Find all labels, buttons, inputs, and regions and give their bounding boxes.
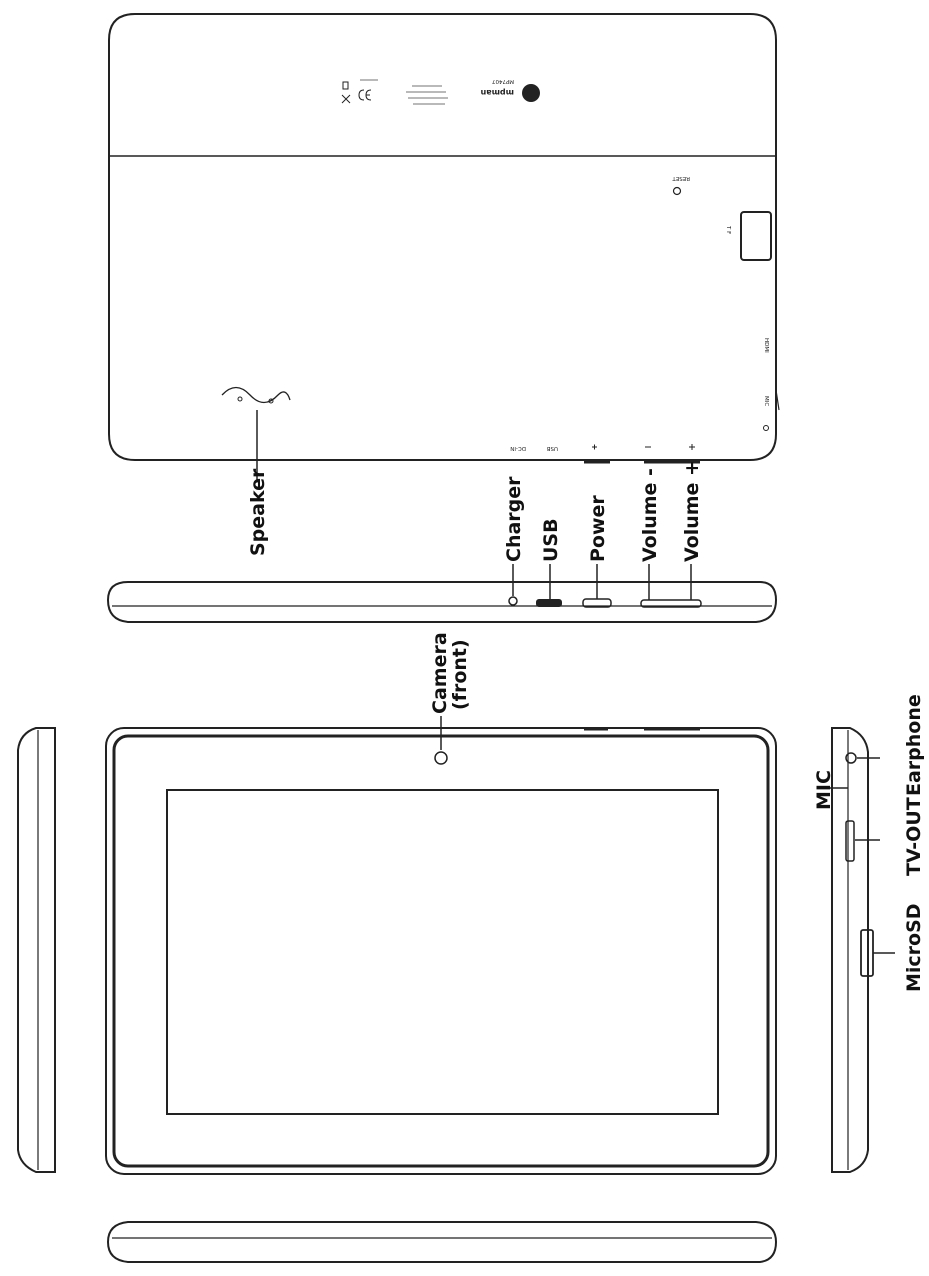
label-volume-up: Volume + bbox=[681, 460, 703, 562]
charger-port-icon bbox=[508, 596, 518, 606]
regulatory-text-lines bbox=[360, 79, 448, 105]
label-usb: USB bbox=[540, 518, 562, 562]
label-mic: MIC bbox=[813, 770, 835, 810]
dc-in-print: DC-IN bbox=[510, 445, 526, 451]
model-number: MP7407 bbox=[491, 78, 514, 84]
volume-button-icon bbox=[640, 599, 702, 608]
back-view bbox=[108, 13, 780, 464]
brand-name: mpman bbox=[480, 88, 514, 97]
usb-print: USB bbox=[546, 445, 558, 451]
brand-logo-icon bbox=[522, 84, 540, 102]
label-camera-front: (front) bbox=[449, 639, 471, 710]
label-power: Power bbox=[587, 495, 609, 562]
tf-card-slot bbox=[740, 211, 772, 261]
bottom-edge-outline bbox=[106, 1221, 778, 1263]
bottom-edge-view bbox=[106, 1221, 778, 1263]
earphone-jack-icon bbox=[845, 752, 857, 764]
hdmi-print: HDMI bbox=[763, 338, 769, 353]
top-edge-outline bbox=[106, 581, 778, 623]
left-side-outline bbox=[17, 727, 56, 1173]
label-speaker: Speaker bbox=[247, 468, 269, 556]
usb-port-icon bbox=[536, 599, 562, 607]
mic-print: MIC bbox=[763, 396, 769, 406]
front-camera-icon bbox=[434, 751, 448, 765]
label-earphone: Earphone bbox=[903, 694, 925, 796]
front-screen bbox=[166, 789, 719, 1115]
label-charger: Charger bbox=[503, 476, 525, 562]
reset-hole-icon bbox=[672, 186, 682, 196]
right-side-outline bbox=[831, 727, 869, 1173]
right-side-view bbox=[831, 727, 874, 1173]
left-side-view bbox=[17, 727, 56, 1173]
front-inner-bezel bbox=[112, 734, 770, 1168]
front-view bbox=[105, 716, 777, 1175]
front-outer-frame bbox=[105, 727, 777, 1175]
tf-print: T F bbox=[725, 225, 731, 234]
certification-marks-icon bbox=[341, 81, 372, 104]
label-tv-out: TV-OUT bbox=[903, 797, 925, 876]
reset-print: RESET bbox=[672, 175, 690, 181]
label-camera: Camera bbox=[429, 632, 451, 714]
top-edge-view bbox=[106, 581, 778, 623]
tv-out-port-icon bbox=[845, 820, 855, 862]
back-panel-outline bbox=[108, 13, 777, 461]
back-logo-block: mpman MP7407 bbox=[341, 78, 540, 105]
speaker-grille-icon bbox=[221, 386, 291, 404]
label-volume-down: Volume - bbox=[639, 468, 661, 562]
label-microsd: MicroSD bbox=[903, 903, 925, 992]
